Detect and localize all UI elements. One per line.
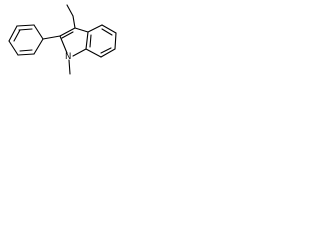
bond-c2-phenyl [42, 35, 61, 40]
bond-ph-c6-c1 [33, 38, 44, 55]
bond-c4-c5-outer [101, 24, 117, 34]
bond-ph-c5-c6-outer [17, 53, 35, 56]
bond-c3a-c3 [74, 27, 89, 33]
bond-c6-c7-inner [100, 47, 112, 54]
bond-n1-c7a [72, 48, 87, 57]
bond-ph-c1-c2 [33, 24, 44, 40]
bond-c3-ethyl-ch2 [72, 15, 76, 29]
bond-c3a-c4 [87, 24, 103, 33]
bond-c5-c6 [114, 32, 117, 50]
bond-c4-c5-inner [101, 28, 113, 36]
bond-ph-c5-c6-inner [19, 49, 33, 52]
bond-c2-n1 [59, 35, 68, 54]
bond-c3-c2-outer [59, 27, 76, 37]
bond-n1-methyl [68, 59, 71, 75]
bond-ph-c4-c5 [8, 40, 19, 56]
bond-c3-c2-inner [61, 31, 74, 39]
bond-ph-c3-c4 [8, 25, 18, 42]
bond-ethyl-ch2-ch3 [66, 4, 74, 17]
bond-c7-c7a [85, 48, 102, 58]
bond-c7a-c3a-inner [89, 34, 92, 48]
nitrogen-atom-label: N [65, 52, 71, 62]
bond-ph-c2-c3-inner [18, 28, 33, 31]
bond-c7a-c3a [85, 31, 89, 50]
bond-ph-c3-c4-inner [13, 29, 21, 42]
bond-ph-c2-c3-outer [16, 24, 35, 27]
bond-c6-c7-outer [100, 48, 116, 58]
structural-formula: N [8, 4, 117, 75]
